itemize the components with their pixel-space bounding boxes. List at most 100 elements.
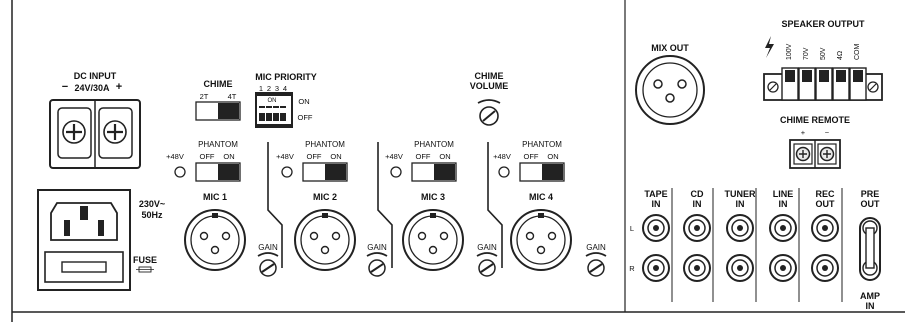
rca-cd-in-r[interactable] [683, 254, 711, 282]
phantom-off-2: OFF [306, 152, 322, 161]
dip-number-2: 2 [266, 84, 272, 93]
dip-number-4: 4 [282, 84, 288, 93]
cd-in-label-1: CD [690, 189, 704, 199]
chime-2t-label: 2T [199, 92, 209, 101]
rca-rec-out-l[interactable] [811, 214, 839, 242]
mix-out-label: MIX OUT [651, 43, 689, 53]
cd-in-label-2: IN [692, 199, 702, 209]
speaker-terminal-100v: 100V [786, 43, 793, 60]
phantom-label-3: PHANTOM [414, 140, 454, 149]
rca-tuner-in-r[interactable] [726, 254, 754, 282]
plus48v-label-2: +48V [276, 152, 294, 161]
phantom-switch-1[interactable] [174, 162, 241, 182]
chime-remote-minus: − [824, 128, 830, 137]
channel-r-label: R [629, 264, 635, 273]
chime-remote-terminal[interactable] [789, 139, 841, 169]
gain-knob-2[interactable] [366, 252, 388, 277]
fuse-label: FUSE [132, 255, 157, 265]
fuse-symbol [136, 266, 154, 273]
mic-2-xlr-jack[interactable] [294, 209, 356, 271]
rca-line-in-r[interactable] [769, 254, 797, 282]
mic-4-label: MIC 4 [528, 192, 553, 202]
plus48v-label-4: +48V [493, 152, 511, 161]
chime-label: CHIME [203, 79, 233, 89]
rca-tape-in-r[interactable] [642, 254, 670, 282]
rca-line-in-l[interactable] [769, 214, 797, 242]
mic-1-label: MIC 1 [202, 192, 227, 202]
speaker-terminal-4ohm: 4Ω [837, 50, 844, 60]
speaker-terminal-com: COM [854, 43, 861, 60]
speaker-output-terminal[interactable] [763, 67, 883, 101]
phantom-off-3: OFF [415, 152, 431, 161]
lightning-icon [765, 36, 774, 58]
plus48v-label-1: +48V [166, 152, 184, 161]
dc-input-title: DC INPUT [73, 71, 117, 81]
rca-tape-in-l[interactable] [642, 214, 670, 242]
phantom-off-1: OFF [199, 152, 215, 161]
speaker-output-title: SPEAKER OUTPUT [781, 19, 865, 29]
ac-frequency-label: 50Hz [141, 210, 163, 220]
phantom-switch-3[interactable] [390, 162, 457, 182]
chime-switch[interactable] [195, 101, 241, 121]
gain-knob-3[interactable] [476, 252, 498, 277]
channel-l-label: L [629, 224, 635, 233]
tuner-in-label-1: TUNER [724, 189, 756, 199]
phantom-on-3: ON [439, 152, 451, 161]
amp-in-label-1: AMP [860, 291, 880, 301]
dc-input-terminal[interactable] [49, 99, 141, 169]
tape-in-label-1: TAPE [644, 189, 668, 199]
pre-out-label-1: PRE [860, 189, 880, 199]
dip-off-label: OFF [297, 113, 313, 122]
line-in-label-1: LINE [772, 189, 794, 199]
chime-volume-label-1: CHIME [474, 71, 504, 81]
chime-4t-label: 4T [227, 92, 237, 101]
mic-priority-label: MIC PRIORITY [255, 72, 317, 82]
gain-label-1: GAIN [258, 243, 278, 252]
phantom-label-2: PHANTOM [305, 140, 345, 149]
dip-number-1: 1 [258, 84, 264, 93]
gain-knob-1[interactable] [257, 252, 279, 277]
rca-rec-out-r[interactable] [811, 254, 839, 282]
phantom-label-4: PHANTOM [522, 140, 562, 149]
tape-in-label-2: IN [651, 199, 661, 209]
line-in-label-2: IN [778, 199, 788, 209]
phantom-on-2: ON [330, 152, 342, 161]
rec-out-label-1: REC [815, 189, 835, 199]
chime-volume-knob[interactable] [477, 99, 501, 126]
mic-4-xlr-jack[interactable] [510, 209, 572, 271]
tuner-in-label-2: IN [735, 199, 745, 209]
amp-in-label-2: IN [865, 301, 875, 311]
mic-1-xlr-jack[interactable] [184, 209, 246, 271]
rca-cd-in-l[interactable] [683, 214, 711, 242]
phantom-label-1: PHANTOM [198, 140, 238, 149]
dc-input-plus: + [115, 81, 123, 93]
dip-on-marking: ON [267, 98, 277, 104]
mic-3-xlr-jack[interactable] [402, 209, 464, 271]
mic-priority-dip-switch[interactable] [255, 92, 293, 128]
plus48v-label-3: +48V [385, 152, 403, 161]
mic-3-label: MIC 3 [420, 192, 445, 202]
dip-on-label: ON [298, 97, 310, 106]
gain-label-2: GAIN [367, 243, 387, 252]
chime-remote-title: CHIME REMOTE [779, 115, 850, 125]
phantom-switch-4[interactable] [498, 162, 565, 182]
phantom-off-4: OFF [523, 152, 539, 161]
speaker-terminal-50v: 50V [820, 47, 827, 60]
pre-out-amp-in-jumper[interactable] [859, 217, 881, 281]
dip-number-3: 3 [274, 84, 280, 93]
dc-input-minus: − [61, 81, 69, 93]
rec-out-label-2: OUT [815, 199, 835, 209]
rca-tuner-in-l[interactable] [726, 214, 754, 242]
ac-voltage-label: 230V~ [138, 199, 166, 209]
dc-input-rating: 24V/30A [74, 83, 110, 93]
mix-out-xlr-jack[interactable] [635, 55, 705, 125]
chime-volume-label-2: VOLUME [469, 81, 509, 91]
gain-knob-4[interactable] [585, 252, 607, 277]
phantom-on-1: ON [223, 152, 235, 161]
phantom-on-4: ON [547, 152, 559, 161]
fuse-holder[interactable] [44, 251, 124, 283]
phantom-switch-2[interactable] [281, 162, 348, 182]
gain-label-3: GAIN [477, 243, 497, 252]
pre-out-label-2: OUT [860, 199, 880, 209]
